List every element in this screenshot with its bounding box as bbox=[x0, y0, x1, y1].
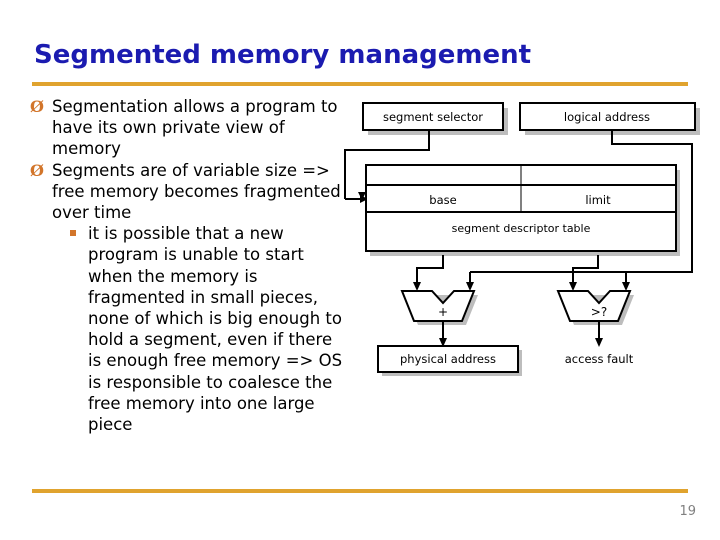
logical-address-box bbox=[519, 102, 696, 131]
arrow-bullet-icon: Ø bbox=[30, 160, 44, 180]
limit-label: limit bbox=[585, 193, 611, 207]
access-fault-label: access fault bbox=[565, 352, 634, 366]
adder-to-physical-arrowhead bbox=[439, 338, 447, 347]
list-item: Ø Segmentation allows a program to have … bbox=[28, 96, 348, 160]
comparator-label: >? bbox=[591, 305, 607, 319]
logical-address-label: logical address bbox=[564, 110, 650, 124]
limit-to-comparator-arrowhead bbox=[569, 282, 577, 291]
physical-address-label: physical address bbox=[400, 352, 496, 366]
offset-to-adder-arrowhead bbox=[466, 282, 474, 291]
physical-address-box bbox=[377, 345, 519, 373]
page-number: 19 bbox=[679, 504, 696, 519]
table-caption-bg bbox=[367, 213, 675, 250]
segment-selector-label: segment selector bbox=[383, 110, 483, 124]
comparator-to-fault-arrowhead bbox=[595, 338, 603, 347]
base-to-adder-line bbox=[416, 255, 444, 284]
comparator-shape bbox=[556, 290, 632, 322]
title-divider bbox=[32, 82, 688, 86]
offset-to-comparator-arrowhead bbox=[622, 282, 630, 291]
page-title: Segmented memory management bbox=[34, 40, 532, 70]
list-item-text: Segments are of variable size => free me… bbox=[52, 160, 341, 223]
bullet-list: Ø Segmentation allows a program to have … bbox=[28, 96, 348, 435]
list-item-text: Segmentation allows a program to have it… bbox=[52, 97, 338, 159]
selector-to-table-line bbox=[344, 130, 430, 199]
footer-divider bbox=[32, 489, 688, 493]
segment-translation-diagram: segment selector logical address base li… bbox=[340, 92, 712, 382]
limit-to-comparator-line bbox=[572, 255, 599, 284]
selector-arrowhead bbox=[360, 195, 368, 203]
segment-selector-box bbox=[362, 102, 504, 131]
base-to-adder-arrowhead bbox=[413, 282, 421, 291]
list-item: Ø Segments are of variable size => free … bbox=[28, 160, 348, 224]
base-label: base bbox=[429, 193, 456, 207]
square-bullet-icon bbox=[70, 230, 76, 237]
arrow-bullet-icon: Ø bbox=[30, 97, 44, 116]
adder-shape bbox=[400, 290, 476, 322]
descriptor-table-label: segment descriptor table bbox=[452, 222, 591, 235]
list-item: it is possible that a new program is una… bbox=[28, 223, 348, 435]
adder-label: + bbox=[438, 305, 448, 319]
list-item-text: it is possible that a new program is una… bbox=[88, 224, 343, 435]
